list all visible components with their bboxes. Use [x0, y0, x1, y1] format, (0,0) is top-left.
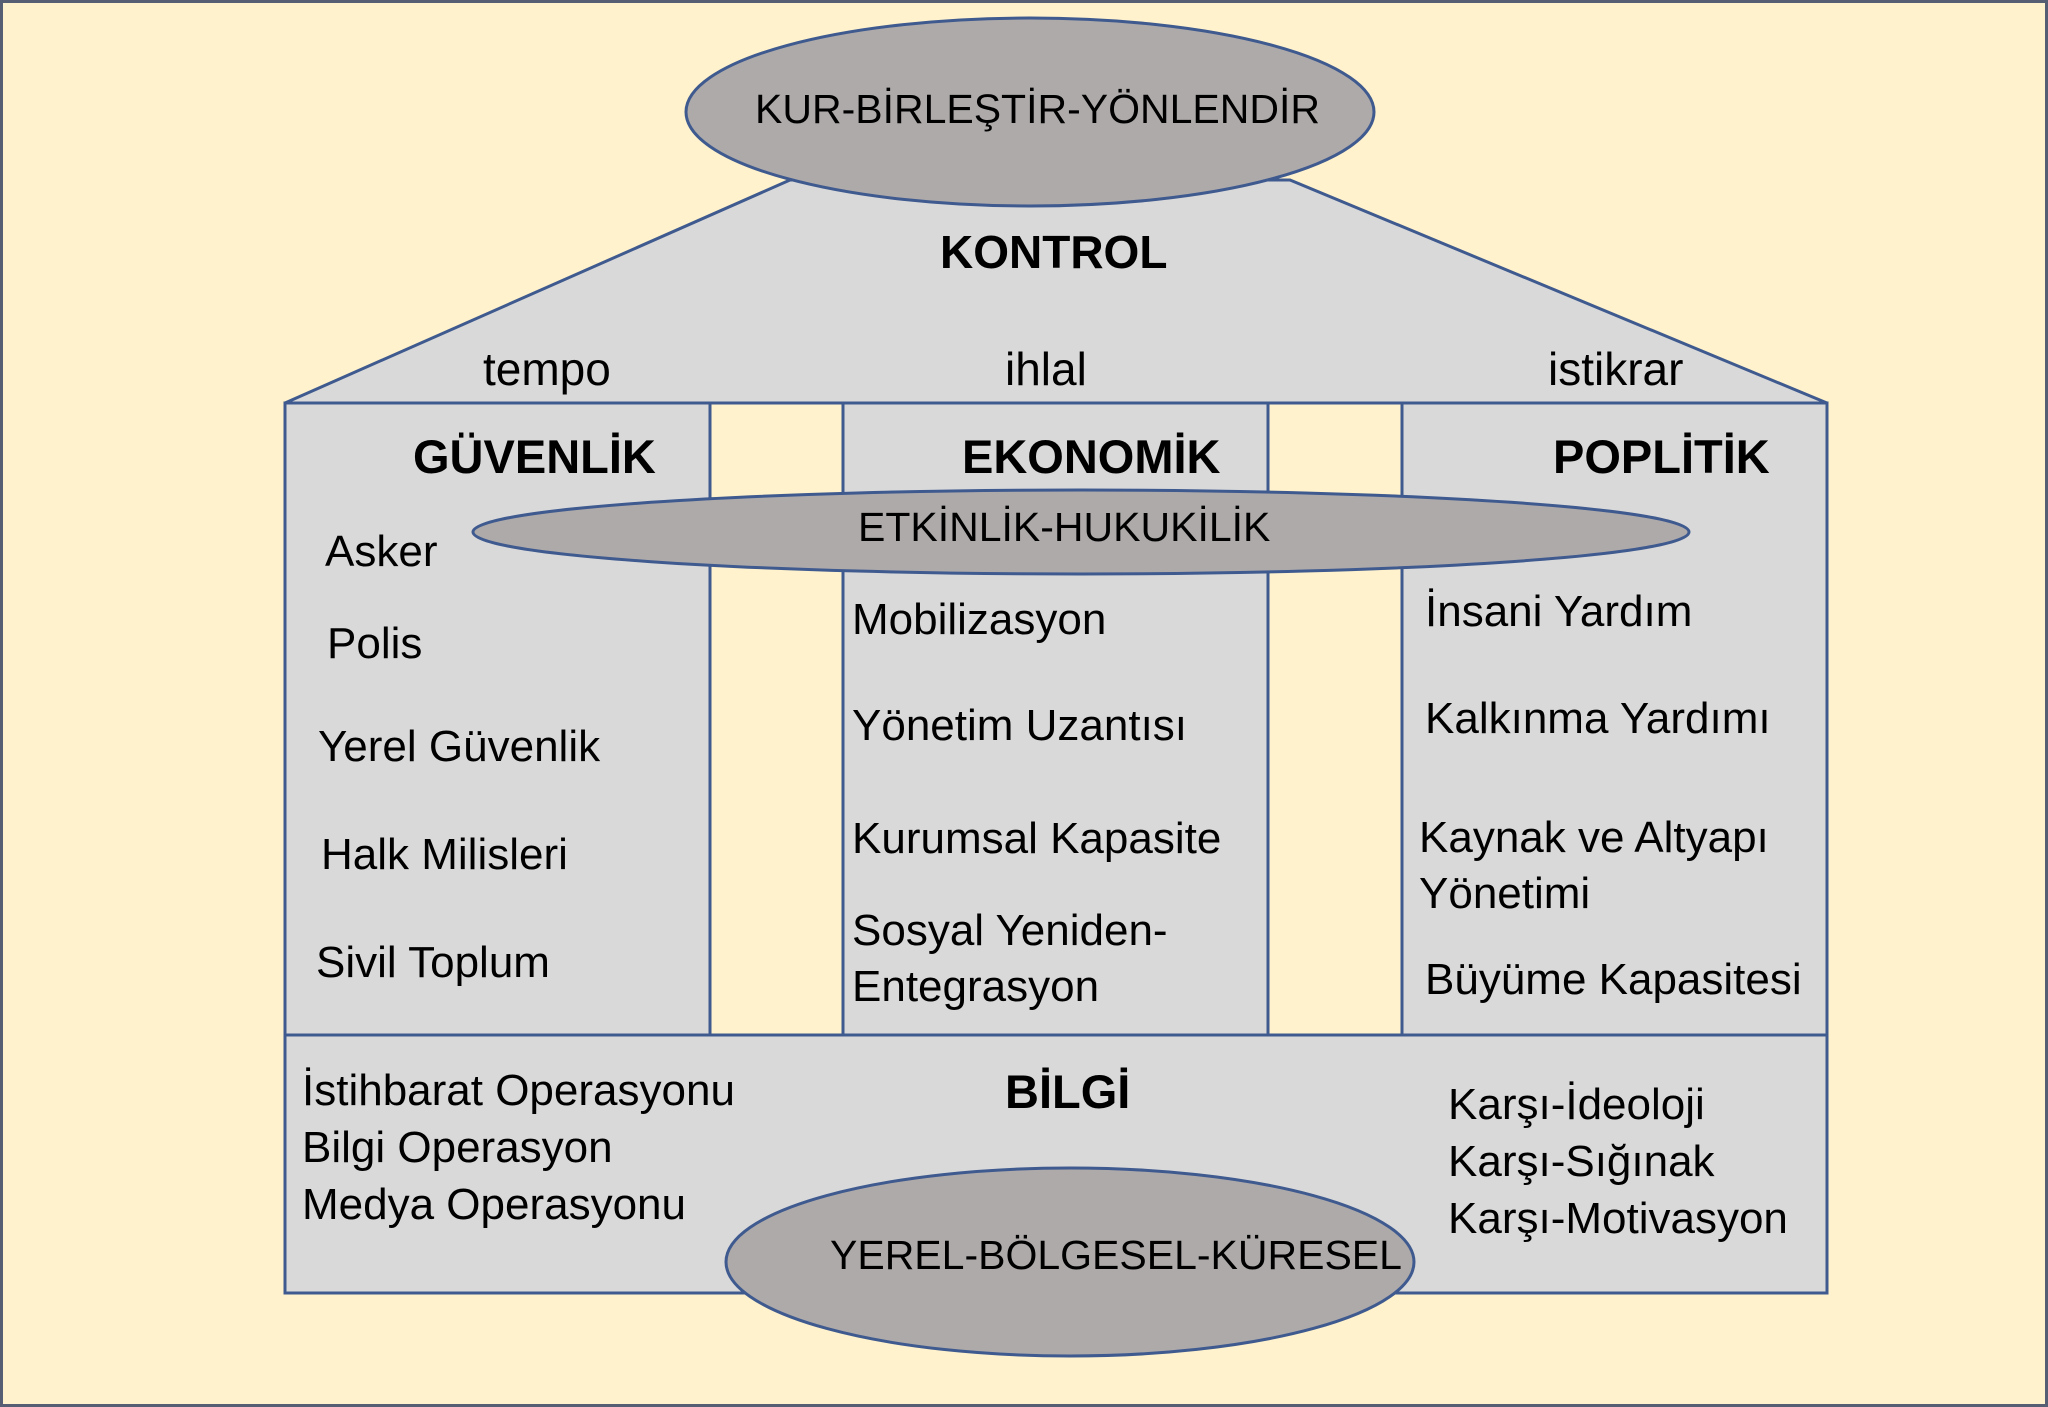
politik-item-buyume-kapasitesi: Büyüme Kapasitesi	[1425, 955, 1802, 1004]
ekonomik-item-yonetim-uzantisi: Yönetim Uzantısı	[852, 701, 1188, 750]
roof-label-istikrar: istikrar	[1548, 343, 1684, 395]
middle-oval-label: ETKİNLİK-HUKUKİLİK	[858, 504, 1271, 550]
bottom-oval	[724, 1166, 1416, 1358]
ekonomik-item-kurumsal-kapasite: Kurumsal Kapasite	[852, 814, 1222, 863]
top-oval	[684, 16, 1376, 208]
guvenlik-item-yerel-guvenlik: Yerel Güvenlik	[318, 722, 601, 771]
base-title: BİLGİ	[1005, 1065, 1131, 1118]
middle-oval	[471, 488, 1691, 576]
base-right-item-motivasyon: Karşı-Motivasyon	[1448, 1194, 1788, 1243]
guvenlik-item-sivil-toplum: Sivil Toplum	[316, 938, 550, 987]
guvenlik-item-halk-milisleri: Halk Milisleri	[321, 830, 568, 879]
roof-label-tempo: tempo	[483, 343, 611, 395]
politik-item-insani-yardim: İnsani Yardım	[1425, 587, 1693, 636]
pillar-header-politik: POPLİTİK	[1553, 430, 1770, 483]
base-right-item-siginak: Karşı-Sığınak	[1448, 1137, 1715, 1186]
ekonomik-item-sosyal-entegrasyon: Sosyal Yeniden- Entegrasyon	[852, 906, 1168, 1012]
roof-triangle	[284, 178, 1828, 405]
bottom-oval-label: YEREL-BÖLGESEL-KÜRESEL	[830, 1232, 1402, 1278]
base-left-item-medya: Medya Operasyonu	[302, 1180, 686, 1229]
base-right-item-ideoloji: Karşı-İdeoloji	[1448, 1080, 1705, 1129]
guvenlik-item-polis: Polis	[327, 619, 423, 668]
pillar-header-ekonomik: EKONOMİK	[962, 430, 1221, 483]
pillar-header-guvenlik: GÜVENLİK	[413, 430, 656, 483]
base-left-item-istihbarat: İstihbarat Operasyonu	[302, 1066, 735, 1115]
top-oval-label: KUR-BİRLEŞTİR-YÖNLENDİR	[755, 86, 1320, 132]
politik-item-kaynak-altyapi: Kaynak ve Altyapı Yönetimi	[1419, 813, 1769, 919]
ekonomik-item-mobilizasyon: Mobilizasyon	[852, 595, 1107, 644]
roof-label-ihlal: ihlal	[1005, 343, 1087, 395]
guvenlik-item-asker: Asker	[325, 527, 438, 576]
roof-title: KONTROL	[940, 226, 1168, 278]
politik-item-kalkinma-yardimi: Kalkınma Yardımı	[1425, 694, 1771, 743]
base-left-item-bilgi: Bilgi Operasyon	[302, 1123, 613, 1172]
